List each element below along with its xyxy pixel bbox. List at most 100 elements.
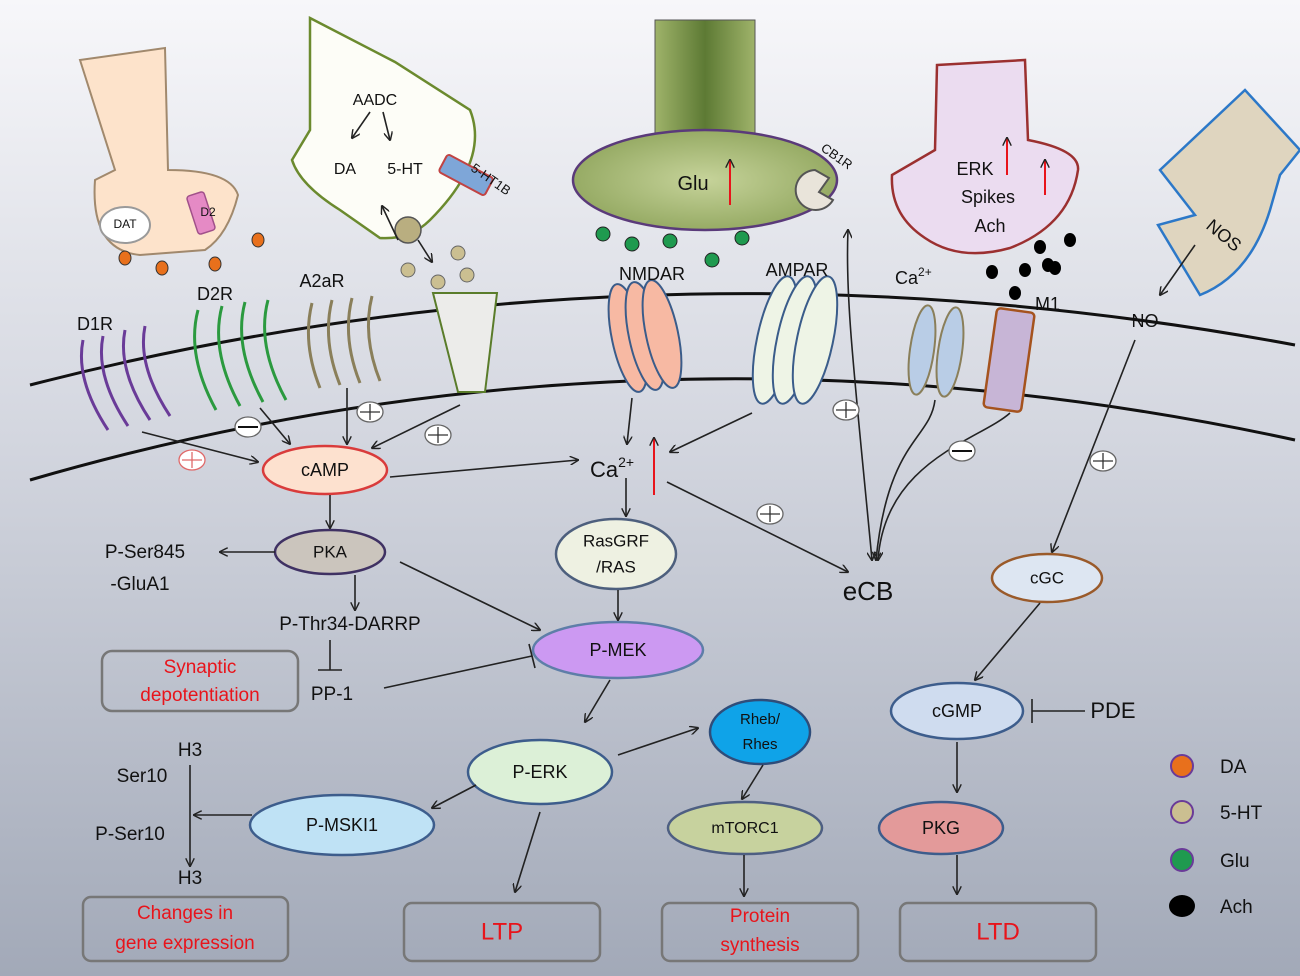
serotonin-synthesis-label: 5-HT bbox=[387, 161, 423, 178]
p-mek-node: P-MEK bbox=[531, 620, 705, 680]
erk-label: ERK bbox=[956, 159, 993, 179]
d1r-to-camp-arrow bbox=[141, 431, 258, 462]
svg-text:PKA: PKA bbox=[313, 542, 348, 561]
d2r-label: D2R bbox=[197, 284, 233, 304]
h3-top-label: H3 bbox=[178, 740, 202, 761]
svg-text:synthesis: synthesis bbox=[720, 935, 799, 956]
d2r-to-camp-arrow bbox=[259, 407, 290, 444]
spikes-label: Spikes bbox=[961, 187, 1015, 207]
ca-channel-label: Ca2+ bbox=[895, 265, 932, 288]
ampar-channel bbox=[751, 275, 839, 405]
glu-label: Glu bbox=[677, 173, 708, 195]
pathway-arrows bbox=[141, 230, 1136, 896]
dat-label: DAT bbox=[113, 217, 137, 231]
plus-sign-no bbox=[1089, 450, 1117, 472]
pp1-inhibits-mek-bar bbox=[528, 643, 536, 669]
ach-release-dots bbox=[986, 233, 1076, 300]
minus-sign-d2r bbox=[234, 416, 262, 438]
5ht-receptor bbox=[431, 292, 499, 393]
m1-label: M1 bbox=[1035, 294, 1060, 314]
d2r-receptor bbox=[193, 299, 288, 411]
aadc-to-da-arrow bbox=[352, 111, 371, 138]
mtorc1-node: mTORC1 bbox=[666, 800, 824, 856]
ach-label: Ach bbox=[974, 216, 1005, 236]
ampar-label: AMPAR bbox=[766, 260, 829, 280]
svg-text:Rheb/: Rheb/ bbox=[740, 711, 781, 728]
ecb-cb1r-arrow bbox=[847, 230, 872, 560]
pde-label: PDE bbox=[1090, 698, 1135, 723]
p-ser10-label: P-Ser10 bbox=[95, 824, 165, 845]
svg-text:mTORC1: mTORC1 bbox=[711, 820, 778, 837]
svg-text:P-MSKI1: P-MSKI1 bbox=[306, 815, 378, 835]
ltp-box: LTP bbox=[402, 901, 602, 963]
p-thr34-label: P-Thr34-DARRP bbox=[279, 614, 420, 635]
ca-to-ecb-arrow bbox=[666, 481, 848, 572]
d2-autoreceptor bbox=[186, 191, 216, 235]
nos-to-no-arrow bbox=[1160, 244, 1196, 295]
svg-text:5-HT: 5-HT bbox=[1220, 803, 1263, 824]
ca-node: Ca2+ bbox=[590, 454, 634, 482]
a2ar-label: A2aR bbox=[299, 271, 344, 291]
dat-transporter bbox=[99, 206, 151, 244]
plus-sign-5ht bbox=[424, 424, 452, 446]
plus-minus-signs bbox=[178, 399, 1117, 525]
nmdar-to-ca-arrow bbox=[627, 397, 633, 444]
svg-text:Synaptic: Synaptic bbox=[164, 657, 237, 678]
serotonin-vesicle bbox=[394, 216, 422, 244]
nmdar-channel bbox=[607, 279, 683, 393]
erk-to-rheb-arrow bbox=[617, 728, 698, 756]
ecb-node: eCB bbox=[843, 576, 894, 606]
reuptake-arrow bbox=[382, 206, 399, 241]
ltd-box: LTD bbox=[898, 901, 1098, 963]
svg-text:Protein: Protein bbox=[730, 906, 790, 927]
release-arrow bbox=[417, 239, 432, 262]
no-to-cgc-arrow bbox=[1052, 339, 1136, 552]
aadc-to-5ht-arrow bbox=[382, 111, 390, 140]
camp-node: cAMP bbox=[261, 444, 389, 496]
rheb-to-mtorc1-arrow bbox=[742, 764, 764, 799]
minus-sign-m1 bbox=[948, 440, 976, 462]
svg-text:Ach: Ach bbox=[1220, 897, 1253, 918]
svg-text:LTP: LTP bbox=[481, 918, 523, 945]
synaptic-depotentiation-box: Synaptic depotentiation bbox=[100, 649, 300, 713]
m1-receptor bbox=[982, 307, 1036, 413]
svg-text:/RAS: /RAS bbox=[596, 557, 636, 576]
d1r-label: D1R bbox=[77, 314, 113, 334]
cgc-node: cGC bbox=[990, 552, 1104, 604]
plus-sign-ca-ecb bbox=[756, 503, 784, 525]
ser10-label: Ser10 bbox=[117, 766, 168, 787]
rheb-rhes-node: Rheb/ Rhes bbox=[708, 698, 812, 766]
pka-node: PKA bbox=[273, 528, 387, 576]
legend: DA 5-HT Glu Ach bbox=[1169, 754, 1263, 918]
nmdar-label: NMDAR bbox=[619, 264, 685, 284]
glu-release-dots bbox=[595, 226, 750, 268]
plus-sign-d1r bbox=[178, 449, 206, 471]
m1-to-ecb-arrow bbox=[878, 412, 1011, 560]
cgc-to-cgmp-arrow bbox=[975, 602, 1041, 680]
svg-text:depotentiation: depotentiation bbox=[140, 685, 259, 706]
serotonin-release-dots bbox=[400, 245, 475, 290]
ca-channel bbox=[907, 304, 965, 398]
ca-channel-to-ecb-arrow bbox=[876, 399, 936, 560]
svg-text:gene expression: gene expression bbox=[115, 933, 254, 954]
protein-synthesis-box: Protein synthesis bbox=[660, 901, 860, 963]
svg-text:PKG: PKG bbox=[922, 818, 960, 838]
h3-bottom-label: H3 bbox=[178, 868, 202, 889]
pp1-inhibits-mek bbox=[383, 655, 533, 689]
erk-to-ltp-arrow bbox=[515, 811, 541, 892]
cb1r-receptor bbox=[794, 168, 835, 211]
mek-to-erk-arrow bbox=[585, 679, 611, 722]
glutamate-terminal bbox=[571, 128, 839, 232]
glutamate-terminal-stem bbox=[654, 19, 756, 141]
da-release-dots bbox=[118, 232, 265, 276]
svg-text:Changes in: Changes in bbox=[137, 903, 233, 924]
legend-item-5ht: 5-HT bbox=[1170, 800, 1263, 824]
p-erk-node: P-ERK bbox=[466, 738, 614, 806]
pka-to-mek-arrow bbox=[399, 561, 540, 630]
glua1-label: -GluA1 bbox=[110, 574, 169, 595]
svg-text:P-ERK: P-ERK bbox=[512, 762, 567, 782]
no-label: NO bbox=[1132, 311, 1159, 331]
nos-terminal bbox=[1156, 88, 1300, 297]
svg-text:cAMP: cAMP bbox=[301, 460, 349, 480]
